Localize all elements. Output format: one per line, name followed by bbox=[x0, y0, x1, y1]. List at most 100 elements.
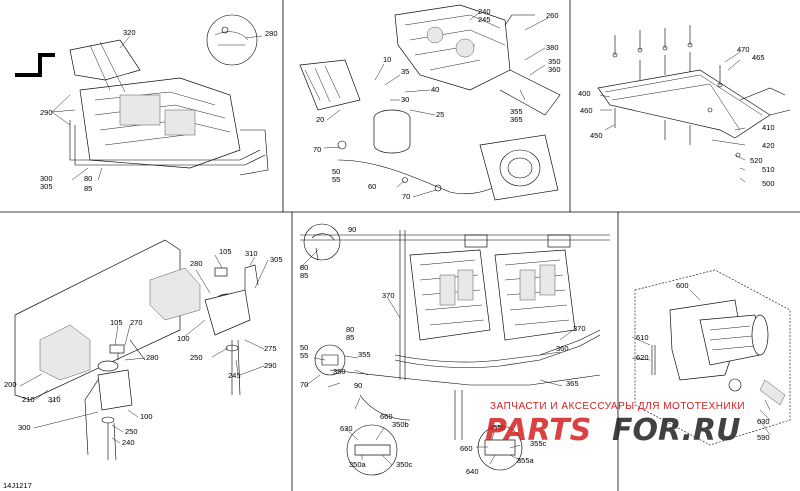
callout-520: 520 bbox=[750, 156, 763, 165]
panel1-labels: 320 280 290 300 305 80 85 bbox=[40, 28, 278, 193]
callout-300: 300 bbox=[18, 423, 31, 432]
callout-20: 20 bbox=[316, 115, 324, 124]
panel-mounting-plate bbox=[597, 25, 791, 183]
callout-85: 85 bbox=[300, 271, 308, 280]
callout-270: 270 bbox=[130, 318, 143, 327]
callout-40: 40 bbox=[431, 85, 439, 94]
watermark-logo-parts: PARTS bbox=[485, 413, 591, 448]
panel5-labels: 90 80 85 370 370 360 80 85 50 55 355 70 … bbox=[300, 225, 586, 476]
panel-cooling-lines bbox=[299, 223, 610, 476]
panel6-labels: 600 610 620 630 590 bbox=[636, 281, 770, 442]
callout-350: 350 bbox=[333, 367, 346, 376]
callout-355b: 355b bbox=[489, 423, 506, 432]
callout-35: 35 bbox=[401, 67, 409, 76]
callout-350b: 350b bbox=[392, 420, 409, 429]
callout-320: 320 bbox=[123, 28, 136, 37]
callout-55: 55 bbox=[300, 351, 308, 360]
callout-640: 640 bbox=[466, 467, 479, 476]
callout-105: 105 bbox=[219, 247, 232, 256]
callout-70: 70 bbox=[300, 380, 308, 389]
callout-660: 660 bbox=[460, 444, 473, 453]
callout-60: 60 bbox=[368, 182, 376, 191]
callout-90: 90 bbox=[354, 381, 362, 390]
callout-30: 30 bbox=[401, 95, 409, 104]
panel-coolant-reservoirs bbox=[14, 239, 269, 461]
callout-275: 275 bbox=[264, 344, 277, 353]
callout-410: 410 bbox=[762, 123, 775, 132]
callout-250: 250 bbox=[190, 353, 203, 362]
callout-355: 355 bbox=[510, 107, 523, 116]
callout-360: 360 bbox=[556, 344, 569, 353]
callout-365: 365 bbox=[510, 115, 523, 124]
panel-air-intake bbox=[299, 4, 561, 201]
callout-380: 380 bbox=[546, 43, 559, 52]
panel4-labels: 105 310 305 280 100 275 250 245 290 105 … bbox=[4, 247, 283, 447]
callout-355a: 355a bbox=[517, 456, 535, 465]
callout-200: 200 bbox=[4, 380, 17, 389]
callout-290: 290 bbox=[40, 108, 53, 117]
callout-250: 250 bbox=[125, 427, 138, 436]
callout-280: 280 bbox=[190, 259, 203, 268]
callout-70: 70 bbox=[313, 145, 321, 154]
callout-465: 465 bbox=[752, 53, 765, 62]
callout-100: 100 bbox=[177, 334, 190, 343]
callout-245: 245 bbox=[228, 371, 241, 380]
callout-260: 260 bbox=[546, 11, 559, 20]
callout-365: 365 bbox=[566, 379, 579, 388]
panel3-labels: 470 465 400 460 450 410 420 520 510 500 bbox=[578, 45, 775, 188]
callout-290: 290 bbox=[264, 361, 277, 370]
callout-80: 80 bbox=[84, 174, 92, 183]
callout-420: 420 bbox=[762, 141, 775, 150]
callout-620: 620 bbox=[636, 353, 649, 362]
panel2-labels: 240 245 260 380 350 360 10 35 40 30 25 2… bbox=[313, 7, 561, 201]
callout-245: 245 bbox=[478, 15, 491, 24]
callout-660: 660 bbox=[380, 412, 393, 421]
callout-370: 370 bbox=[573, 324, 586, 333]
callout-630: 630 bbox=[340, 424, 353, 433]
callout-600: 600 bbox=[676, 281, 689, 290]
callout-10: 10 bbox=[383, 55, 391, 64]
callout-50: 50 bbox=[332, 167, 340, 176]
callout-80: 80 bbox=[346, 325, 354, 334]
callout-280: 280 bbox=[146, 353, 159, 362]
callout-460: 460 bbox=[580, 106, 593, 115]
callout-400: 400 bbox=[578, 89, 591, 98]
callout-240: 240 bbox=[122, 438, 135, 447]
panel-engine-exhaust bbox=[15, 14, 269, 181]
exhaust-pipe-icon bbox=[15, 53, 55, 77]
callout-85: 85 bbox=[84, 184, 92, 193]
callout-85: 85 bbox=[346, 333, 354, 342]
callout-350: 350 bbox=[548, 57, 561, 66]
figure-code: 14J1217 bbox=[3, 481, 32, 490]
callout-370: 370 bbox=[382, 291, 395, 300]
callout-350c: 350c bbox=[396, 460, 413, 469]
callout-470: 470 bbox=[737, 45, 750, 54]
callout-300: 300 bbox=[40, 174, 53, 183]
callout-500: 500 bbox=[762, 179, 775, 188]
callout-240: 240 bbox=[478, 7, 491, 16]
callout-590: 590 bbox=[757, 433, 770, 442]
callout-305: 305 bbox=[40, 182, 53, 191]
callout-105: 105 bbox=[110, 318, 123, 327]
watermark-logo-for: FOR.RU bbox=[612, 413, 741, 448]
callout-355: 355 bbox=[358, 350, 371, 359]
callout-310: 310 bbox=[245, 249, 258, 258]
callout-630: 630 bbox=[757, 417, 770, 426]
callout-80: 80 bbox=[300, 263, 308, 272]
callout-70: 70 bbox=[402, 192, 410, 201]
callout-350a: 350a bbox=[349, 460, 367, 469]
callout-610: 610 bbox=[636, 333, 649, 342]
callout-360: 360 bbox=[548, 65, 561, 74]
callout-50: 50 bbox=[300, 343, 308, 352]
callout-90: 90 bbox=[348, 225, 356, 234]
callout-305: 305 bbox=[270, 255, 283, 264]
callout-310: 310 bbox=[48, 395, 61, 404]
callout-100: 100 bbox=[140, 412, 153, 421]
watermark-logo: ЗАПЧАСТИ И АКСЕССУАРЫ ДЛЯ МОТОТЕХНИКИ PA… bbox=[485, 401, 745, 448]
callout-210: 210 bbox=[22, 395, 35, 404]
callout-25: 25 bbox=[436, 110, 444, 119]
panel-electronic-module bbox=[631, 269, 791, 446]
callout-450: 450 bbox=[590, 131, 603, 140]
